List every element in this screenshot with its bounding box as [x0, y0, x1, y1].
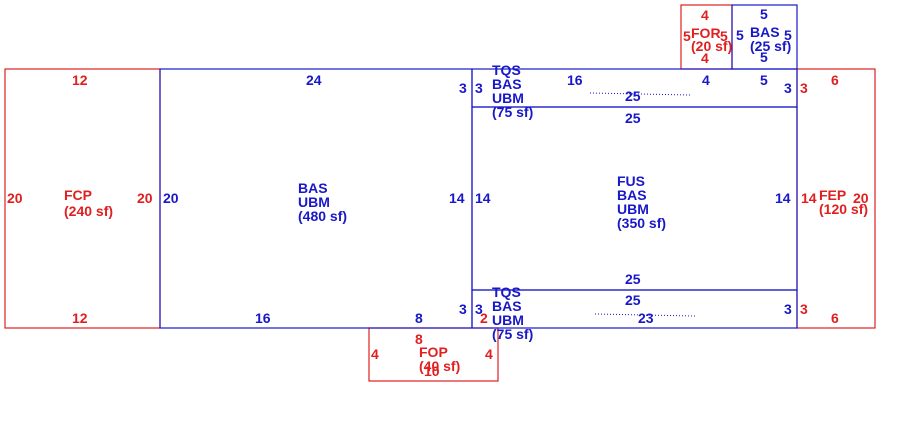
fop-label: FOP [419, 344, 448, 360]
bas-small-outline [731, 4, 798, 70]
fop-dim-step: 2 [480, 310, 488, 326]
tqs-bottom-line-4: (75 sf) [492, 326, 533, 342]
bas-main-dim-right: 14 [449, 190, 465, 206]
fcp-dim-right: 20 [137, 190, 153, 206]
fop-dim-bottom: 10 [424, 363, 440, 379]
for-dim-top: 4 [701, 7, 709, 23]
tqs-top-line-4: (75 sf) [492, 104, 533, 120]
fcp-label: FCP [64, 187, 92, 203]
bas-main-dim-top: 24 [306, 72, 322, 88]
fcp-area: (240 sf) [64, 203, 113, 219]
bas-main-dim-bottom-right: 8 [415, 310, 423, 326]
for-dim-right: 5 [720, 28, 728, 44]
tqs-top-dim-top-far: 5 [760, 72, 768, 88]
fus-line-3: UBM [617, 201, 649, 217]
fep-dim-left: 14 [801, 190, 817, 206]
tqs-bottom-outline [471, 289, 798, 329]
for-dim-bottom: 4 [701, 50, 709, 66]
tqs-top-line-3: UBM [492, 90, 524, 106]
tqs-bottom-dim-bottom: 23 [638, 310, 654, 326]
fus-dim-top: 25 [625, 110, 641, 126]
fop-dim-right: 4 [485, 346, 493, 362]
tqs-top-line-2: BAS [492, 76, 522, 92]
tqs-top-dim-bottom: 25 [625, 88, 641, 104]
tqs-top-dim-top-right: 4 [702, 72, 710, 88]
bas-main-dim-step-bottom: 3 [459, 301, 467, 317]
bas-small-dim-top: 5 [760, 6, 768, 22]
fus-line-4: (350 sf) [617, 215, 666, 231]
fus-dim-left: 14 [475, 190, 491, 206]
bas-small-label: BAS [750, 24, 780, 40]
fep-label: FEP [819, 187, 846, 203]
bas-main-line-1: BAS [298, 180, 328, 196]
fep-dim-bottom: 6 [831, 310, 839, 326]
fcp-dim-left: 20 [7, 190, 23, 206]
fus-dim-right: 14 [775, 190, 791, 206]
fep-dim-step-top: 3 [800, 80, 808, 96]
tqs-bottom-dim-left: 3 [475, 301, 483, 317]
fop-dim-top: 8 [415, 331, 423, 347]
fcp-dim-top: 12 [72, 72, 88, 88]
bas-main-line-3: (480 sf) [298, 208, 347, 224]
tqs-bottom-dim-right: 3 [784, 301, 792, 317]
fep-area: (120 sf) [819, 201, 868, 217]
tqs-top-dim-right: 3 [784, 80, 792, 96]
tqs-bottom-line-2: BAS [492, 298, 522, 314]
tqs-bottom-line-1: TQS [492, 284, 521, 300]
fus-line-2: BAS [617, 187, 647, 203]
fep-dim-right: 20 [853, 190, 869, 206]
fus-dim-bottom: 25 [625, 271, 641, 287]
tqs-bottom-dim-top: 25 [625, 292, 641, 308]
bas-small-area: (25 sf) [750, 38, 791, 54]
tqs-bottom-line-3: UBM [492, 312, 524, 328]
bas-small-dim-left: 5 [736, 27, 744, 43]
bas-main-dim-bottom-left: 16 [255, 310, 271, 326]
fus-line-1: FUS [617, 173, 645, 189]
bas-main-dim-step-top: 3 [459, 80, 467, 96]
fep-dim-top: 6 [831, 72, 839, 88]
fep-dim-step-bottom: 3 [800, 301, 808, 317]
for-area: (20 sf) [691, 38, 732, 54]
fop-area: (40 sf) [419, 358, 460, 374]
fop-dim-left: 4 [371, 346, 379, 362]
bas-main-line-2: UBM [298, 194, 330, 210]
fcp-dim-bottom: 12 [72, 310, 88, 326]
bas-small-dim-right: 5 [784, 27, 792, 43]
tqs-top-dim-top: 16 [567, 72, 583, 88]
for-label: FOR [691, 25, 721, 41]
bas-small-dim-bottom: 5 [760, 49, 768, 65]
for-dim-left: 5 [683, 28, 691, 44]
bas-main-dim-left: 20 [163, 190, 179, 206]
tqs-top-line-1: TQS [492, 62, 521, 78]
tqs-top-dim-left: 3 [475, 80, 483, 96]
